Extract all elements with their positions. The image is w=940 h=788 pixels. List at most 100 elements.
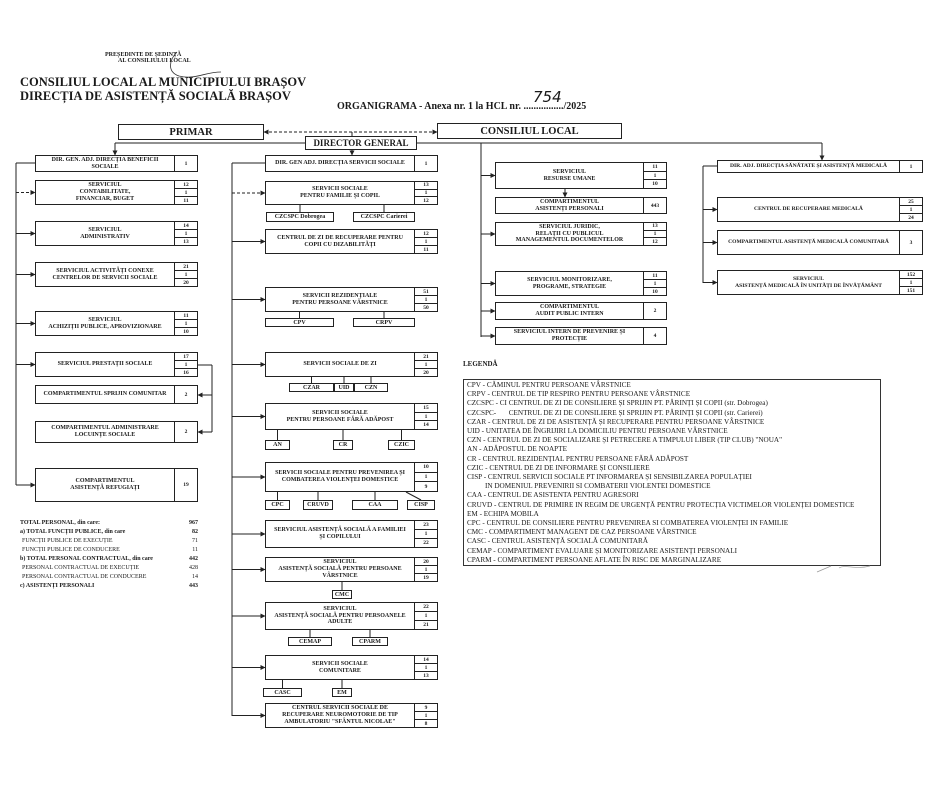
unit-box-serviciul-asistenta-sociala-pentru-perso: SERVICIUL ASISTENȚĂ SOCIALĂ PENTRU PERSO…: [265, 557, 438, 582]
legend-item: CAA - CENTRUL DE ASISTENTA PENTRU AGRESO…: [467, 491, 639, 500]
president-line-1: PREȘEDINTE DE ȘEDINȚĂ: [105, 52, 182, 58]
staff-count: 3: [909, 239, 913, 246]
totals-value: 14: [192, 574, 198, 580]
staff-count: 9: [424, 704, 428, 711]
staff-count: 1: [415, 711, 437, 719]
legend-item: CZCSPC- CENTRUL DE ZI DE CONSILIERE ȘI S…: [467, 408, 763, 417]
staff-count: 10: [175, 327, 197, 335]
unit-label: SERVICIUL INTERN DE PREVENIRE ȘI PROTECȚ…: [513, 329, 626, 342]
sub-unit-cemap: CEMAP: [288, 637, 332, 646]
legend-item: CZIC - CENTRUL DE ZI DE INFORMARE ȘI CON…: [467, 463, 650, 472]
unit-box-compartimentul-asistenta-medicala-comuni: COMPARTIMENTUL ASISTENȚĂ MEDICALĂ COMUNI…: [717, 230, 923, 255]
legend-item: CZCSPC - CI CENTRUL DE ZI DE CONSILIERE …: [467, 399, 768, 408]
legend-item: CZN - CENTRUL DE ZI DE SOCIALIZARE ȘI PE…: [467, 436, 783, 445]
staff-count: 1: [644, 170, 666, 180]
unit-box-serviciul-contabilitate-financiar-buget: SERVICIUL CONTABILITATE, FINANCIAR, BUGE…: [35, 180, 198, 205]
totals-row: PERSONAL CONTRACTUAL DE EXECUȚIE 428: [20, 564, 198, 573]
sub-unit-cr: CR: [333, 440, 353, 450]
staff-count: 10: [423, 464, 429, 471]
staff-count-cell: 443: [643, 198, 666, 213]
staff-count: 1: [415, 471, 437, 482]
totals-value: 428: [189, 565, 198, 571]
unit-label: CENTRUL SERVICII SOCIALE DE RECUPERARE N…: [282, 705, 398, 725]
organization-name: CONSILIUL LOCAL AL MUNICIPIULUI BRAȘOV D…: [20, 75, 306, 103]
staff-count: 25: [908, 198, 914, 205]
totals-label: b) TOTAL PERSONAL CONTRACTUAL, din care: [20, 556, 153, 562]
staff-count-cell: 3: [899, 231, 922, 254]
staff-count: 12: [644, 237, 666, 245]
legend-item: CPV - CĂMINUL PENTRU PERSOANE VÂRSTNICE: [467, 381, 631, 389]
staff-count: 13: [652, 223, 658, 230]
unit-label: SERVICII SOCIALE PENTRU FAMILIE ȘI COPIL: [300, 186, 380, 199]
sub-unit-an: AN: [265, 440, 290, 450]
unit-box-centrul-servicii-sociale-de-recuperare-n: CENTRUL SERVICII SOCIALE DE RECUPERARE N…: [265, 703, 438, 728]
legend-item: CEMAP - COMPARTIMENT EVALUARE ȘI MONITOR…: [467, 546, 737, 555]
unit-box-serviciul-asistenta-medicala-in-unitati-: SERVICIUL ASISTENȚĂ MEDICALĂ ÎN UNITĂȚI …: [717, 270, 923, 295]
staff-count: 23: [423, 522, 429, 528]
staff-count: 19: [183, 482, 189, 488]
unit-box-servicii-sociale-pentru-prevenirea-si-co: SERVICII SOCIALE PENTRU PREVENIREA ȘI CO…: [265, 462, 438, 492]
unit-label: DIR. ADJ. DIRECȚIA SĂNĂTATE ȘI ASISTENȚĂ…: [729, 163, 888, 170]
staff-count: 14: [415, 420, 437, 429]
staff-count: 1: [415, 411, 437, 421]
org-line-2: DIRECȚIA DE ASISTENȚĂ SOCIALĂ BRAȘOV: [20, 89, 291, 103]
staff-count: 2: [184, 429, 188, 435]
unit-label: SERVICIUL ASISTENȚĂ SOCIALĂ PENTRU PERSO…: [278, 559, 402, 579]
legend-item: UID - UNITATEA DE ÎNGRIJIRI LA DOMICILIU…: [467, 427, 728, 436]
unit-box-serviciul-achizitii-publice-aprovizionar: SERVICIUL ACHIZIȚII PUBLICE, APROVIZIONA…: [35, 311, 198, 336]
legend-item: CMC - COMPARTIMENT MANAGENT DE CAZ PERSO…: [467, 528, 697, 537]
unit-box-serviciul-asistenta-sociala-a-familiei-s: SERVICIUL ASISTENȚĂ SOCIALĂ A FAMILIEI Ș…: [265, 520, 438, 548]
unit-box-serviciul-intern-de-prevenire-si-protect: SERVICIUL INTERN DE PREVENIRE ȘI PROTECȚ…: [495, 327, 667, 345]
unit-box-serviciul-activitati-conexe-centrelor-de: SERVICIUL ACTIVITĂȚI CONEXE CENTRELOR DE…: [35, 262, 198, 287]
staff-count: 1: [415, 360, 437, 368]
staff-count: 22: [415, 538, 437, 547]
staff-count: 1: [184, 160, 188, 167]
totals-label: PERSONAL CONTRACTUAL DE EXECUȚIE: [22, 565, 140, 571]
staff-count: 1: [644, 229, 666, 238]
sub-unit-caa: CAA: [352, 500, 398, 510]
staff-count: 11: [415, 245, 437, 253]
staff-count: 1: [415, 188, 437, 197]
unit-label: SERVICII SOCIALE PENTRU PREVENIREA ȘI CO…: [275, 470, 405, 483]
staff-count: 12: [415, 196, 437, 204]
signature-mark-icon: [816, 565, 871, 573]
totals-label: FUNCȚII PUBLICE DE EXECUȚIE: [22, 538, 113, 544]
consiliul-local-box: CONSILIUL LOCAL: [437, 123, 622, 139]
staff-count: 24: [900, 213, 922, 221]
staff-count: 11: [183, 312, 189, 319]
unit-label: COMPARTIMENTUL SPRIJIN COMUNITAR: [43, 391, 167, 398]
staff-count: 1: [175, 229, 197, 237]
unit-box-centrul-de-zi-de-recuperare-pentru-copii: CENTRUL DE ZI DE RECUPERARE PENTRU COPII…: [265, 229, 438, 254]
staff-count-cell: 1: [899, 161, 922, 172]
staff-count: 1: [175, 188, 197, 196]
legend-item: CASC - CENTRUL ASISTENȚĂ SOCIALĂ COMUNIT…: [467, 537, 649, 546]
sub-unit-cmc: CMC: [332, 590, 352, 599]
staff-count: 11: [652, 272, 658, 279]
staff-count: 152: [906, 271, 916, 278]
staff-count: 13: [415, 671, 437, 679]
totals-value: 443: [189, 583, 198, 589]
unit-label: SERVICIUL ADMINISTRATIV: [80, 226, 130, 240]
staff-count: 20: [175, 278, 197, 286]
director-general-box: DIRECTOR GENERAL: [305, 136, 417, 150]
unit-label: SERVICII SOCIALE COMUNITARE: [312, 660, 368, 674]
unit-box-servicii-rezidentiale-pentru-persoane-va: SERVICII REZIDENȚIALE PENTRU PERSOANE VÂ…: [265, 287, 438, 312]
